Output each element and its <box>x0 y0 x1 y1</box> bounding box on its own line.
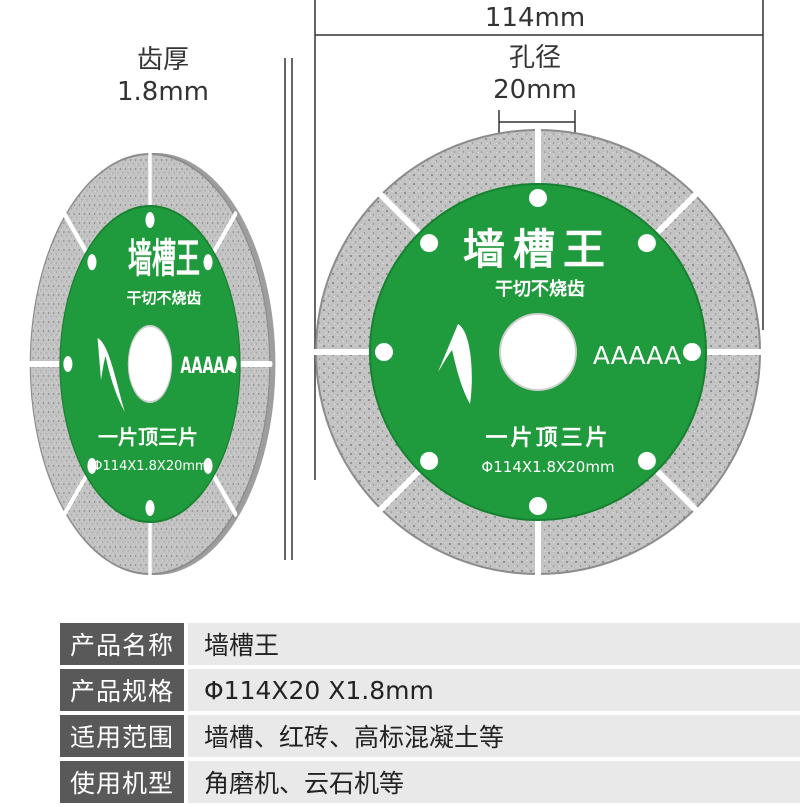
cooling-hole <box>420 234 439 253</box>
small-size-code: Φ114X1.8X20mm <box>92 459 207 474</box>
blade-large-bore <box>499 313 577 391</box>
small-slogan: 干切不烧齿 <box>126 289 201 307</box>
spec-table: 产品名称 墙槽王 产品规格 Φ114X20 X1.8mm 适用范围 墙槽、红砖、… <box>60 623 800 807</box>
spec-row: 产品规格 Φ114X20 X1.8mm <box>60 669 800 711</box>
cooling-hole <box>637 451 656 470</box>
large-slogan: 干切不烧齿 <box>495 278 585 300</box>
blade-small-bore <box>127 325 173 403</box>
cooling-hole <box>145 500 155 516</box>
large-grade: AAAAA <box>593 341 681 370</box>
bore-value: 20mm <box>493 75 577 105</box>
blade-large-text: 墙槽王 干切不烧齿 AAAAA 一片顶三片 Φ114X1.8X20mm <box>463 225 681 476</box>
small-brand: 墙槽王 <box>128 234 200 281</box>
bore-label: 孔径 20mm <box>475 42 595 106</box>
cooling-hole <box>529 497 547 515</box>
spec-value: 墙槽王 <box>188 623 800 665</box>
cooling-hole <box>63 356 73 372</box>
small-tagline: 一片顶三片 <box>98 425 198 449</box>
spec-row: 适用范围 墙槽、红砖、高标混凝土等 <box>60 715 800 757</box>
spec-row: 使用机型 角磨机、云石机等 <box>60 761 800 803</box>
spec-value: 角磨机、云石机等 <box>188 761 800 803</box>
large-brand: 墙槽王 <box>463 225 613 274</box>
tooth-thickness-value: 1.8mm <box>116 77 209 107</box>
cooling-hole <box>203 254 213 271</box>
spec-value: Φ114X20 X1.8mm <box>188 669 800 711</box>
cooling-hole <box>375 343 393 361</box>
blade-small-text: 墙槽王 干切不烧齿 AAAAA 一片顶三片 Φ114X1.8X20mm <box>92 234 236 474</box>
product-diagram: 墙槽王 干切不烧齿 AAAAA 一片顶三片 Φ114X1.8X20mm 墙槽王 … <box>27 0 765 579</box>
cooling-hole <box>227 356 237 372</box>
cooling-hole <box>683 343 701 361</box>
bore-name: 孔径 <box>508 43 561 73</box>
arrow-mark-small <box>97 338 125 412</box>
cooling-hole <box>420 451 439 470</box>
spec-key: 适用范围 <box>60 715 184 757</box>
cooling-hole <box>87 457 97 474</box>
large-tagline: 一片顶三片 <box>485 425 610 451</box>
spec-row: 产品名称 墙槽王 <box>60 623 800 665</box>
arrow-mark-large <box>438 324 472 404</box>
blade-illustration: 墙槽王 干切不烧齿 AAAAA 一片顶三片 Φ114X1.8X20mm 墙槽王 … <box>27 0 765 579</box>
blade-large <box>311 125 765 579</box>
blade-small <box>27 149 276 579</box>
spec-key: 产品规格 <box>60 669 184 711</box>
small-grade: AAAAA <box>180 354 236 379</box>
spec-key: 使用机型 <box>60 761 184 803</box>
outer-diameter-label: 114mm <box>484 3 586 33</box>
large-size-code: Φ114X1.8X20mm <box>481 458 614 476</box>
tooth-thickness-label: 齿厚 1.8mm <box>108 44 218 108</box>
cooling-hole <box>87 254 97 271</box>
cooling-hole <box>145 212 155 228</box>
cooling-hole <box>529 189 547 207</box>
tooth-thickness-name: 齿厚 <box>136 45 189 75</box>
cooling-hole <box>637 234 656 253</box>
spec-key: 产品名称 <box>60 623 184 665</box>
spec-value: 墙槽、红砖、高标混凝土等 <box>188 715 800 757</box>
cooling-hole <box>203 457 213 474</box>
